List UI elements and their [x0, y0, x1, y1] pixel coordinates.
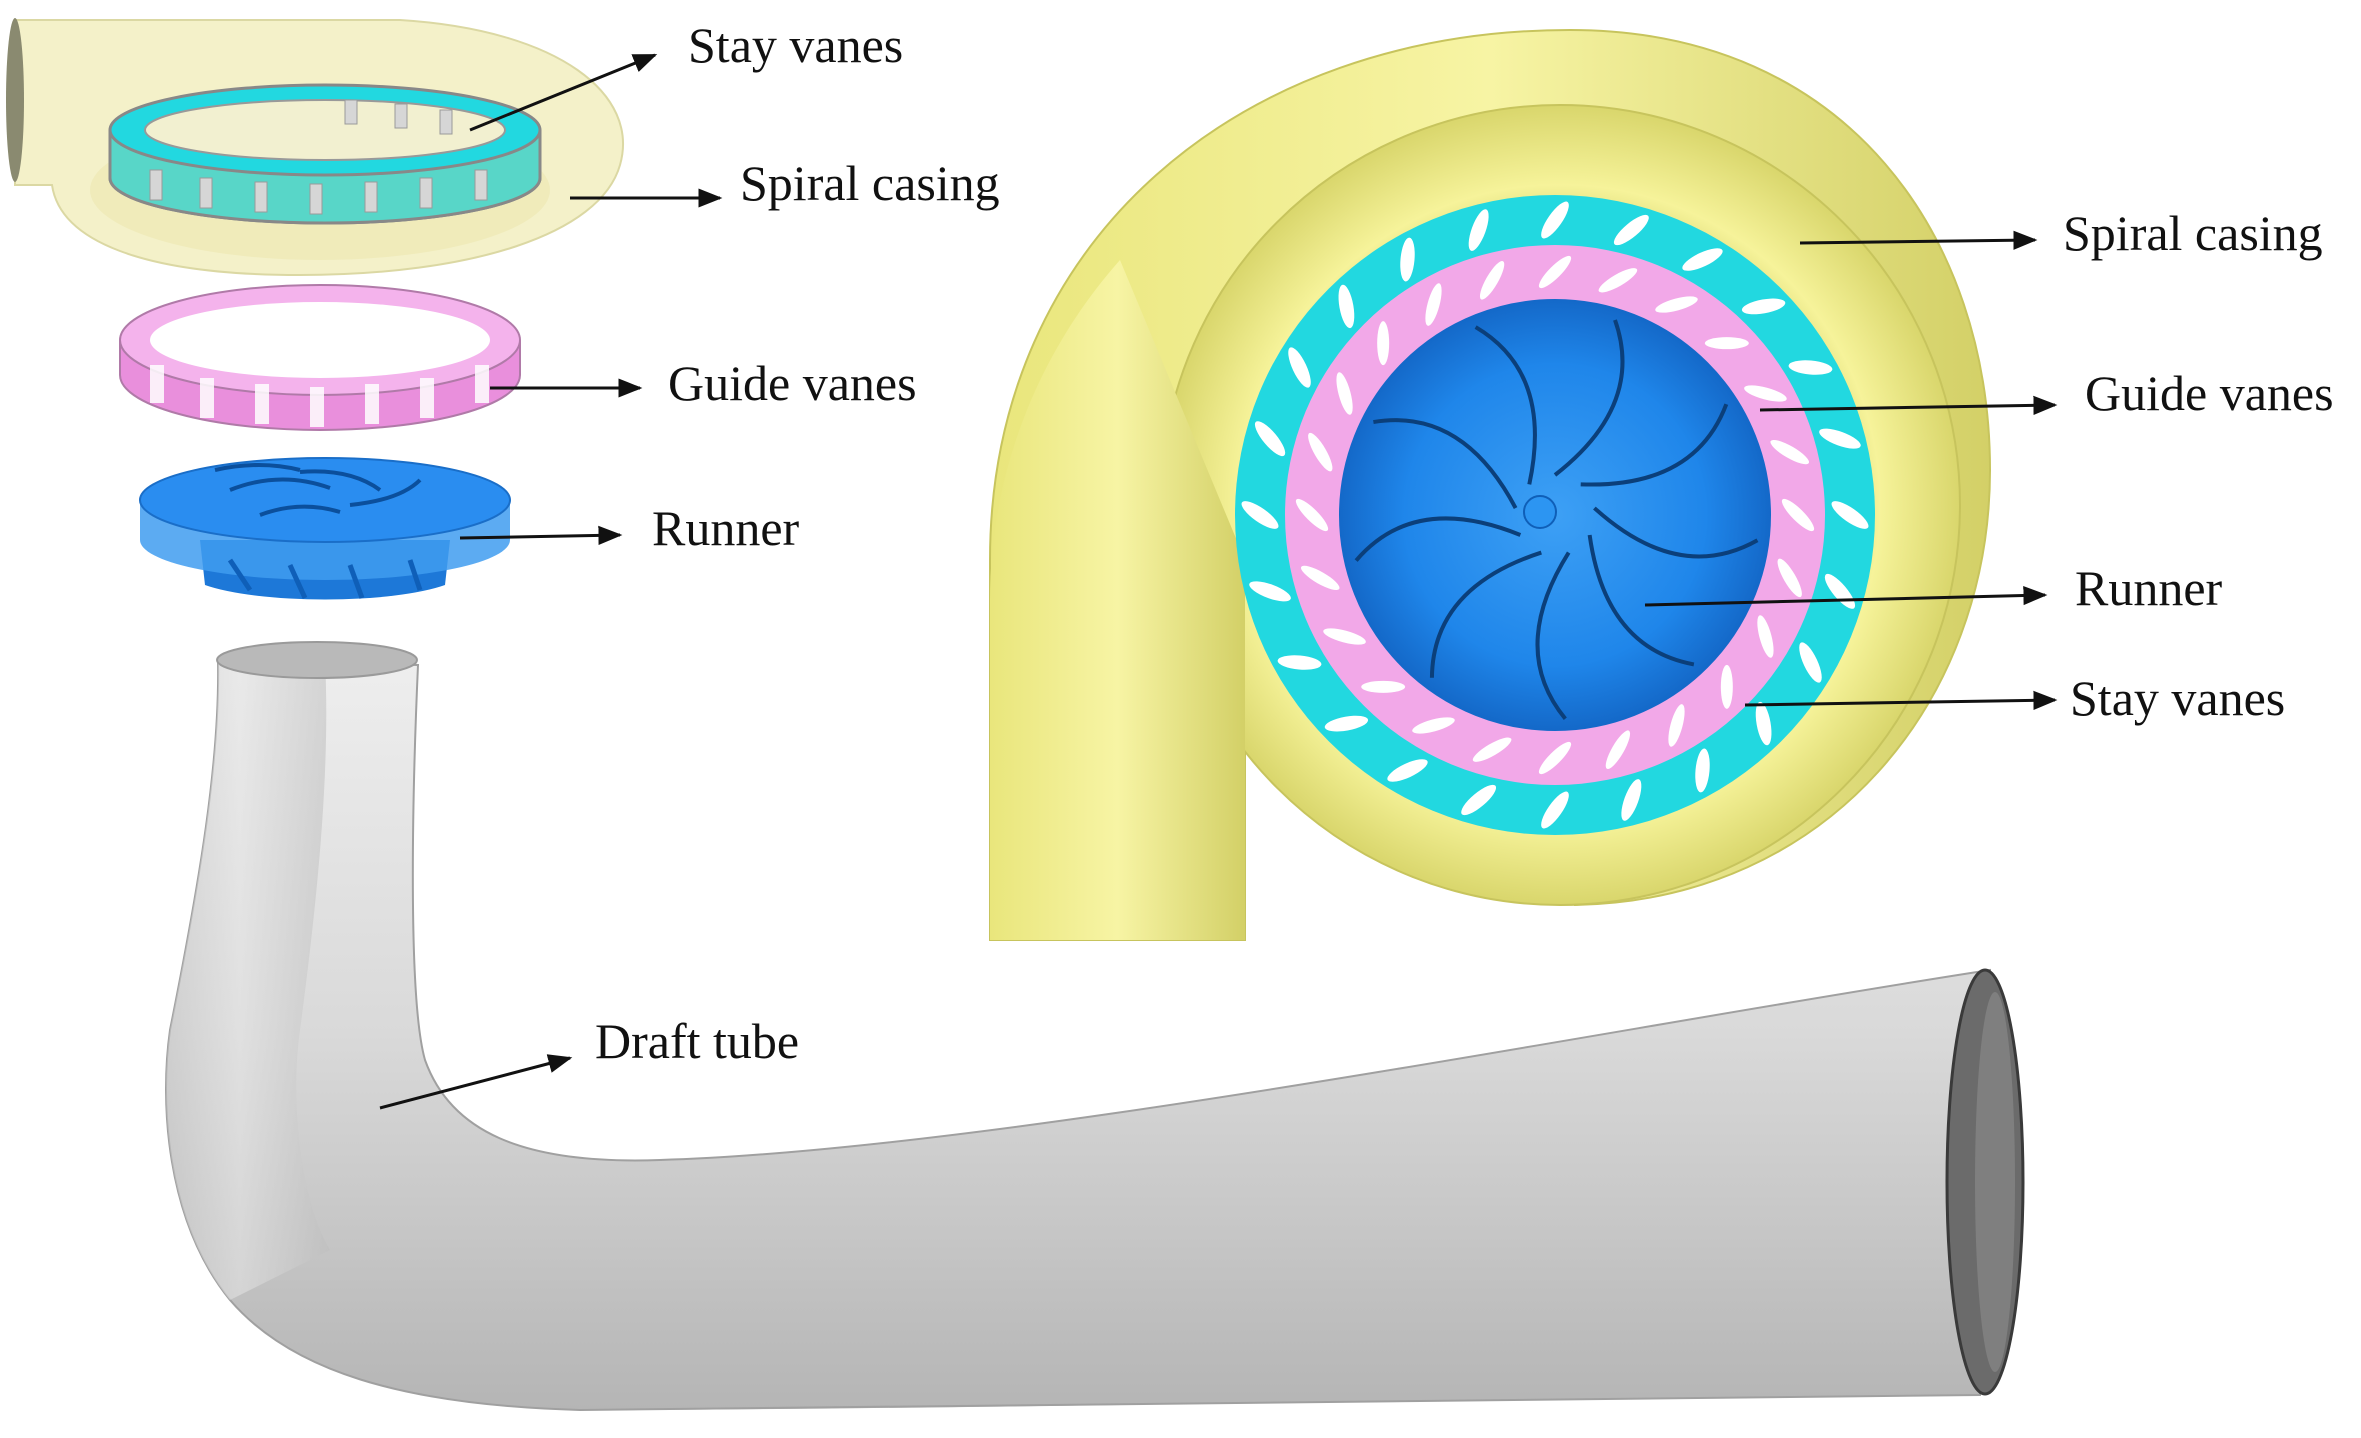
guide-vane: [1472, 737, 1512, 762]
stay-vane: [1541, 791, 1569, 829]
stay-vane: [1461, 784, 1497, 816]
draft-tube-arrow: [379, 1054, 573, 1110]
runner-blade: [1553, 319, 1625, 477]
draft-tube: [165, 641, 2025, 1412]
stay-vane: [1468, 209, 1489, 251]
spiral-casing-arrow-right: [1799, 230, 2038, 250]
stay-vane: [1831, 501, 1869, 529]
runner-blade: [1580, 403, 1729, 487]
stay-vane: [1249, 581, 1291, 602]
runner-blade: [1373, 418, 1518, 509]
guide-vanes-arrow-right: [1759, 395, 2058, 415]
stay-vane: [1400, 237, 1415, 282]
exploded-runner: [139, 457, 511, 600]
runner-arrow-right: [1644, 585, 2048, 607]
label-stay-vanes-right: Stay vanes: [2070, 670, 2285, 726]
label-stay-vanes-left: Stay vanes: [688, 17, 903, 73]
runner-blade: [1593, 506, 1759, 559]
runner-blade: [1354, 516, 1522, 562]
guide-vane: [1479, 260, 1505, 300]
label-runner-left: Runner: [652, 500, 800, 556]
stay-vane-blades: [1241, 201, 1869, 829]
stay-vane: [1682, 248, 1723, 271]
runner-blade: [1474, 325, 1537, 485]
guide-vane: [1720, 664, 1733, 709]
plan-labels: Spiral casing Guide vanes Runner Stay va…: [1644, 205, 2334, 726]
guide-vane: [1704, 337, 1749, 350]
plan-view: Spiral casing Guide vanes Runner Stay va…: [989, 28, 2334, 941]
stay-vane: [1277, 655, 1322, 670]
stay-vane: [1324, 715, 1369, 732]
guide-vane: [1412, 717, 1455, 734]
guide-vane: [1425, 283, 1442, 326]
stay-vane: [1621, 779, 1642, 821]
stay-vane: [1254, 421, 1286, 457]
label-guide-vanes-right: Guide vanes: [2085, 365, 2334, 421]
guide-vane: [1605, 730, 1631, 770]
exploded-guide-vanes: [119, 284, 521, 431]
guide-vane: [1655, 296, 1698, 313]
guide-vane: [1598, 268, 1638, 293]
runner-blade: [1429, 550, 1542, 678]
stay-vane: [1799, 642, 1822, 683]
guide-vane: [1377, 321, 1390, 366]
label-spiral-casing-left: Spiral casing: [740, 155, 1000, 211]
label-spiral-casing-right: Spiral casing: [2063, 205, 2323, 261]
guide-vane: [1538, 741, 1572, 775]
stay-vane: [1755, 701, 1772, 746]
stay-vane: [1241, 501, 1279, 529]
stay-vane: [1788, 360, 1833, 375]
label-draft-tube: Draft tube: [595, 1013, 799, 1069]
stay-vane: [1541, 201, 1569, 239]
guide-vane: [1308, 432, 1333, 472]
stay-vane: [1695, 748, 1710, 793]
guide-vane: [1770, 439, 1810, 465]
label-guide-vanes-left: Guide vanes: [668, 355, 917, 411]
stay-vane: [1387, 759, 1428, 782]
runner-blades: [1354, 319, 1759, 721]
stay-vane: [1613, 214, 1649, 246]
stay-vane: [1741, 298, 1786, 315]
label-runner-right: Runner: [2075, 560, 2223, 616]
guide-vane: [1777, 558, 1802, 598]
guide-vane: [1300, 565, 1340, 591]
guide-vane: [1744, 385, 1787, 402]
guide-vane: [1323, 628, 1366, 645]
stay-vane: [1288, 347, 1311, 388]
guide-vane: [1781, 498, 1815, 532]
guide-vane: [1668, 704, 1685, 747]
stay-vanes-arrow: [469, 53, 658, 132]
guide-vane: [1361, 680, 1406, 693]
exploded-stay-vanes: [108, 83, 542, 225]
guide-vane: [1295, 498, 1329, 532]
plan-runner: [1339, 299, 1771, 731]
runner-blade: [1587, 534, 1695, 667]
guide-vane: [1538, 255, 1572, 289]
stay-vane: [1819, 428, 1861, 449]
runner-arrow-left: [459, 525, 623, 546]
guide-vane-blades: [1295, 255, 1815, 775]
exploded-labels: Stay vanes Spiral casing Guide vanes Run…: [379, 17, 1000, 1110]
guide-vane: [1757, 615, 1774, 658]
stay-vanes-arrow-right: [1744, 690, 2058, 710]
runner-blade: [1535, 551, 1571, 721]
stay-vane: [1338, 284, 1355, 329]
guide-vane: [1336, 372, 1353, 415]
